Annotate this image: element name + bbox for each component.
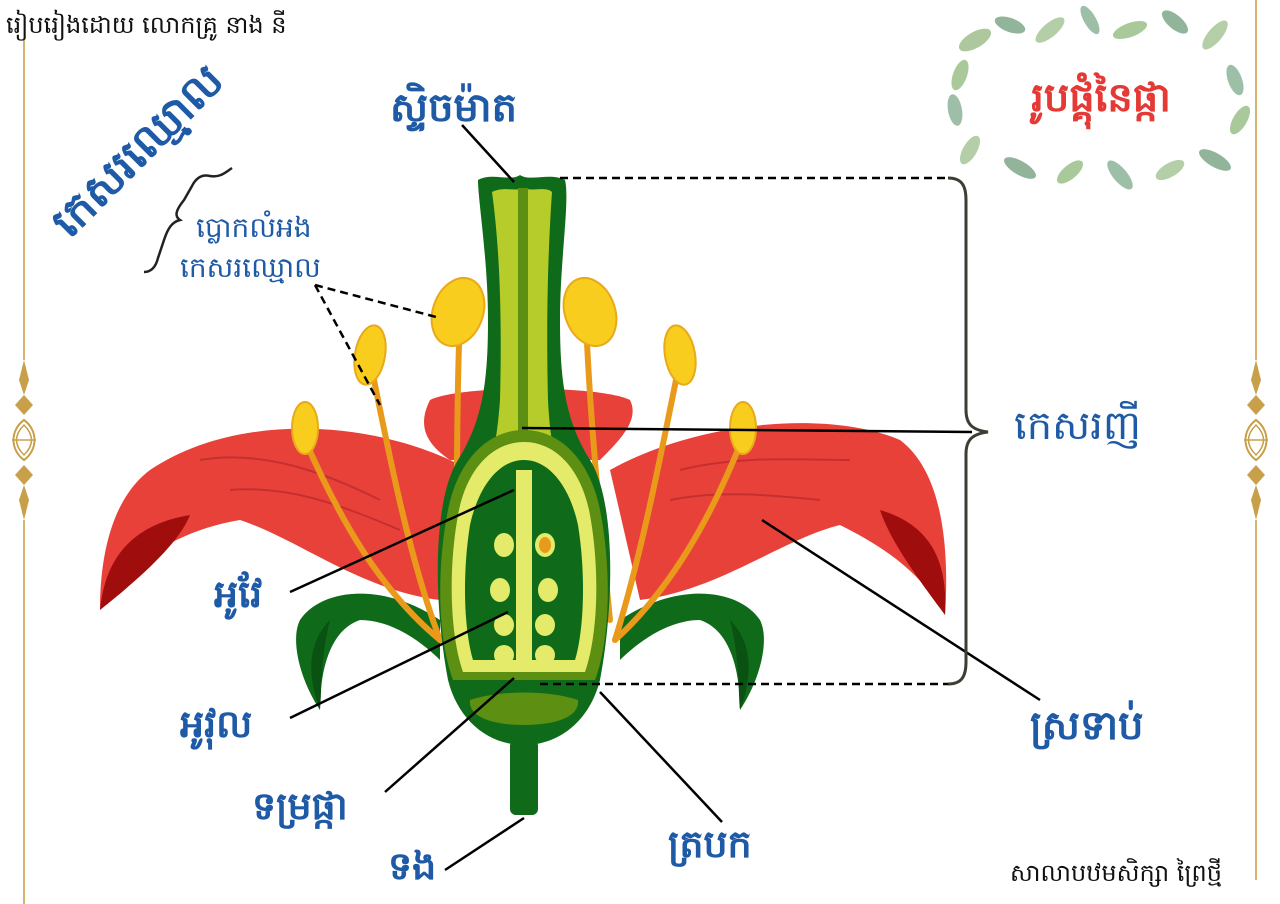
label-sepal: ត្របក — [668, 822, 752, 866]
label-petal: ស្រទាប់ — [1030, 703, 1144, 749]
label-anther-line2: កេសរឈ្មោល — [180, 251, 321, 284]
label-ovule: អូវុល — [180, 702, 253, 746]
label-pistil: កេសរញី — [1014, 403, 1141, 449]
stamen-brace-icon — [143, 166, 233, 274]
ovules — [490, 533, 558, 665]
pistil — [437, 175, 611, 815]
school-name: សាលាបឋមសិក្សា ព្រៃថ្មី — [1010, 859, 1223, 887]
label-anther: ប្លោកលំអង — [196, 211, 312, 244]
author-credit: រៀបរៀងដោយ លោកគ្រូ នាង នី — [6, 11, 287, 39]
right-ornament-icon — [1244, 360, 1268, 520]
title-banner: រូបផ្គុំនៃផ្កា — [983, 55, 1219, 147]
decorative-frame — [12, 0, 1268, 904]
leaf-wreath-icon — [947, 5, 1251, 190]
sepals — [296, 593, 764, 710]
dashed-lines — [313, 176, 950, 686]
label-receptacle: ទម្រផ្កា — [252, 784, 348, 828]
leader-lines — [289, 124, 1041, 872]
label-stalk: ទង — [388, 844, 437, 888]
label-stigma: ស្ទិចម៉ាត — [390, 85, 517, 131]
anthers — [291, 277, 757, 455]
left-ornament-icon — [12, 360, 36, 520]
page-title: រូបផ្គុំនៃផ្កា — [1031, 74, 1171, 121]
pistil-brace-icon — [947, 176, 989, 686]
label-ovary: អូវែ — [214, 572, 263, 616]
